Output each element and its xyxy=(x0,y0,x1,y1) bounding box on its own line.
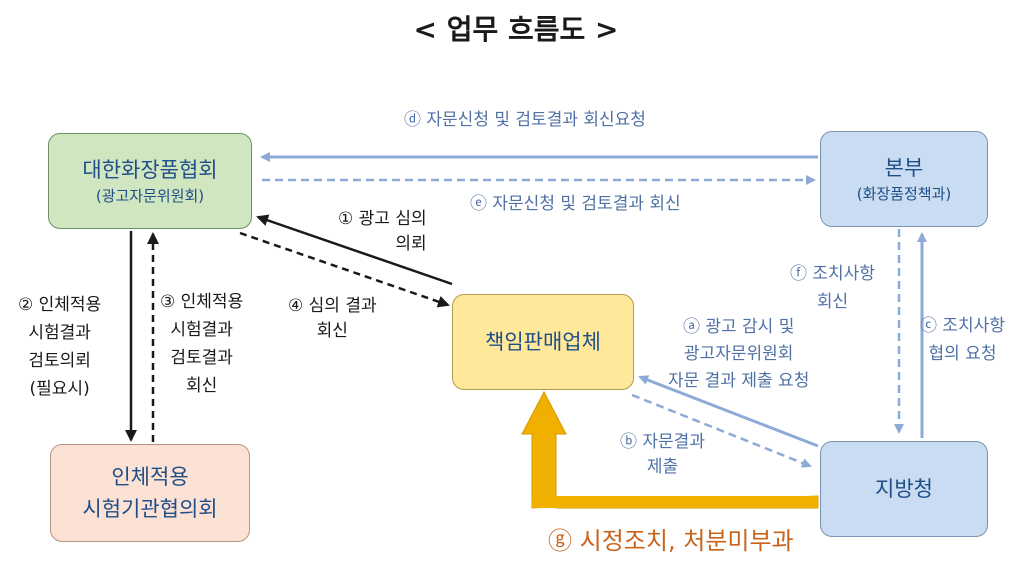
label-b: ⓑ 자문결과 제출 xyxy=(620,430,705,480)
node-kcca: 대한화장품협회 (광고자문위원회) xyxy=(48,133,252,229)
label-g: ⓖ 시정조치, 처분미부과 xyxy=(548,527,794,555)
label-4: ④ 심의 결과 회신 xyxy=(288,294,377,344)
label-2-line3: 검토의뢰 xyxy=(28,351,91,371)
node-test-line2: 시험기관협의회 xyxy=(82,497,218,521)
page-title: < 업무 흐름도 > xyxy=(413,13,619,46)
label-a-line2: 광고자문위원회 xyxy=(683,344,794,364)
label-b-line2: 제출 xyxy=(646,457,679,477)
node-kcca-name: 대한화장품협회 xyxy=(82,158,218,182)
label-1-line2: 의뢰 xyxy=(395,234,427,254)
arrow-g-shaft xyxy=(532,496,818,508)
node-regional: 지방청 xyxy=(820,441,988,537)
label-e: ⓔ 자문신청 및 검토결과 회신 xyxy=(470,194,681,214)
arrow-4 xyxy=(239,231,450,308)
label-2: ② 인체적용 시험결과 검토의뢰 (필요시) xyxy=(18,291,101,403)
label-a-line1: ⓐ 광고 감시 및 xyxy=(682,317,795,337)
label-4-line1: ④ 심의 결과 xyxy=(288,296,377,316)
label-b-line1: ⓑ 자문결과 xyxy=(620,432,705,452)
label-c: ⓒ 조치사항 협의 요청 xyxy=(920,312,1005,368)
node-hq-sub: (화장품정책과) xyxy=(856,185,952,203)
label-f-line2: 회신 xyxy=(816,292,849,312)
label-2-line1: ② 인체적용 xyxy=(18,295,102,315)
node-seller-name: 책임판매업체 xyxy=(485,330,601,354)
label-4-line2: 회신 xyxy=(316,321,348,341)
node-regional-name: 지방청 xyxy=(875,477,933,501)
arrow-a xyxy=(638,375,819,448)
label-f: ⓕ 조치사항 회신 xyxy=(790,260,875,316)
label-3-line2: 시험결과 xyxy=(170,320,233,340)
label-3: ③ 인체적용 시험결과 검토결과 회신 xyxy=(160,288,243,400)
node-test-council: 인체적용 시험기관협의회 xyxy=(50,444,250,542)
label-3-line1: ③ 인체적용 xyxy=(160,292,244,312)
label-3-line4: 회신 xyxy=(185,376,218,396)
label-c-line1: ⓒ 조치사항 xyxy=(920,316,1005,336)
label-1-line1: ① 광고 심의 xyxy=(338,209,427,229)
label-2-line4: (필요시) xyxy=(29,379,90,399)
label-a-line3: 자문 결과 제출 요청 xyxy=(668,371,810,391)
label-d: ⓓ 자문신청 및 검토결과 회신요청 xyxy=(404,110,646,130)
label-2-line2: 시험결과 xyxy=(28,323,91,343)
node-hq: 본부 (화장품정책과) xyxy=(820,131,988,227)
label-1: ① 광고 심의 의뢰 xyxy=(338,207,427,257)
arrow-1 xyxy=(256,214,453,286)
label-a: ⓐ 광고 감시 및 광고자문위원회 자문 결과 제출 요청 xyxy=(668,314,809,395)
node-test-line1: 인체적용 xyxy=(111,465,189,489)
label-3-line3: 검토결과 xyxy=(170,348,233,368)
arrow-b xyxy=(631,393,812,468)
node-seller: 책임판매업체 xyxy=(452,294,634,390)
label-f-line1: ⓕ 조치사항 xyxy=(790,264,875,284)
node-hq-name: 본부 xyxy=(884,156,924,180)
node-kcca-sub: (광고자문위원회) xyxy=(95,187,205,205)
label-c-line2: 협의 요청 xyxy=(928,344,997,364)
